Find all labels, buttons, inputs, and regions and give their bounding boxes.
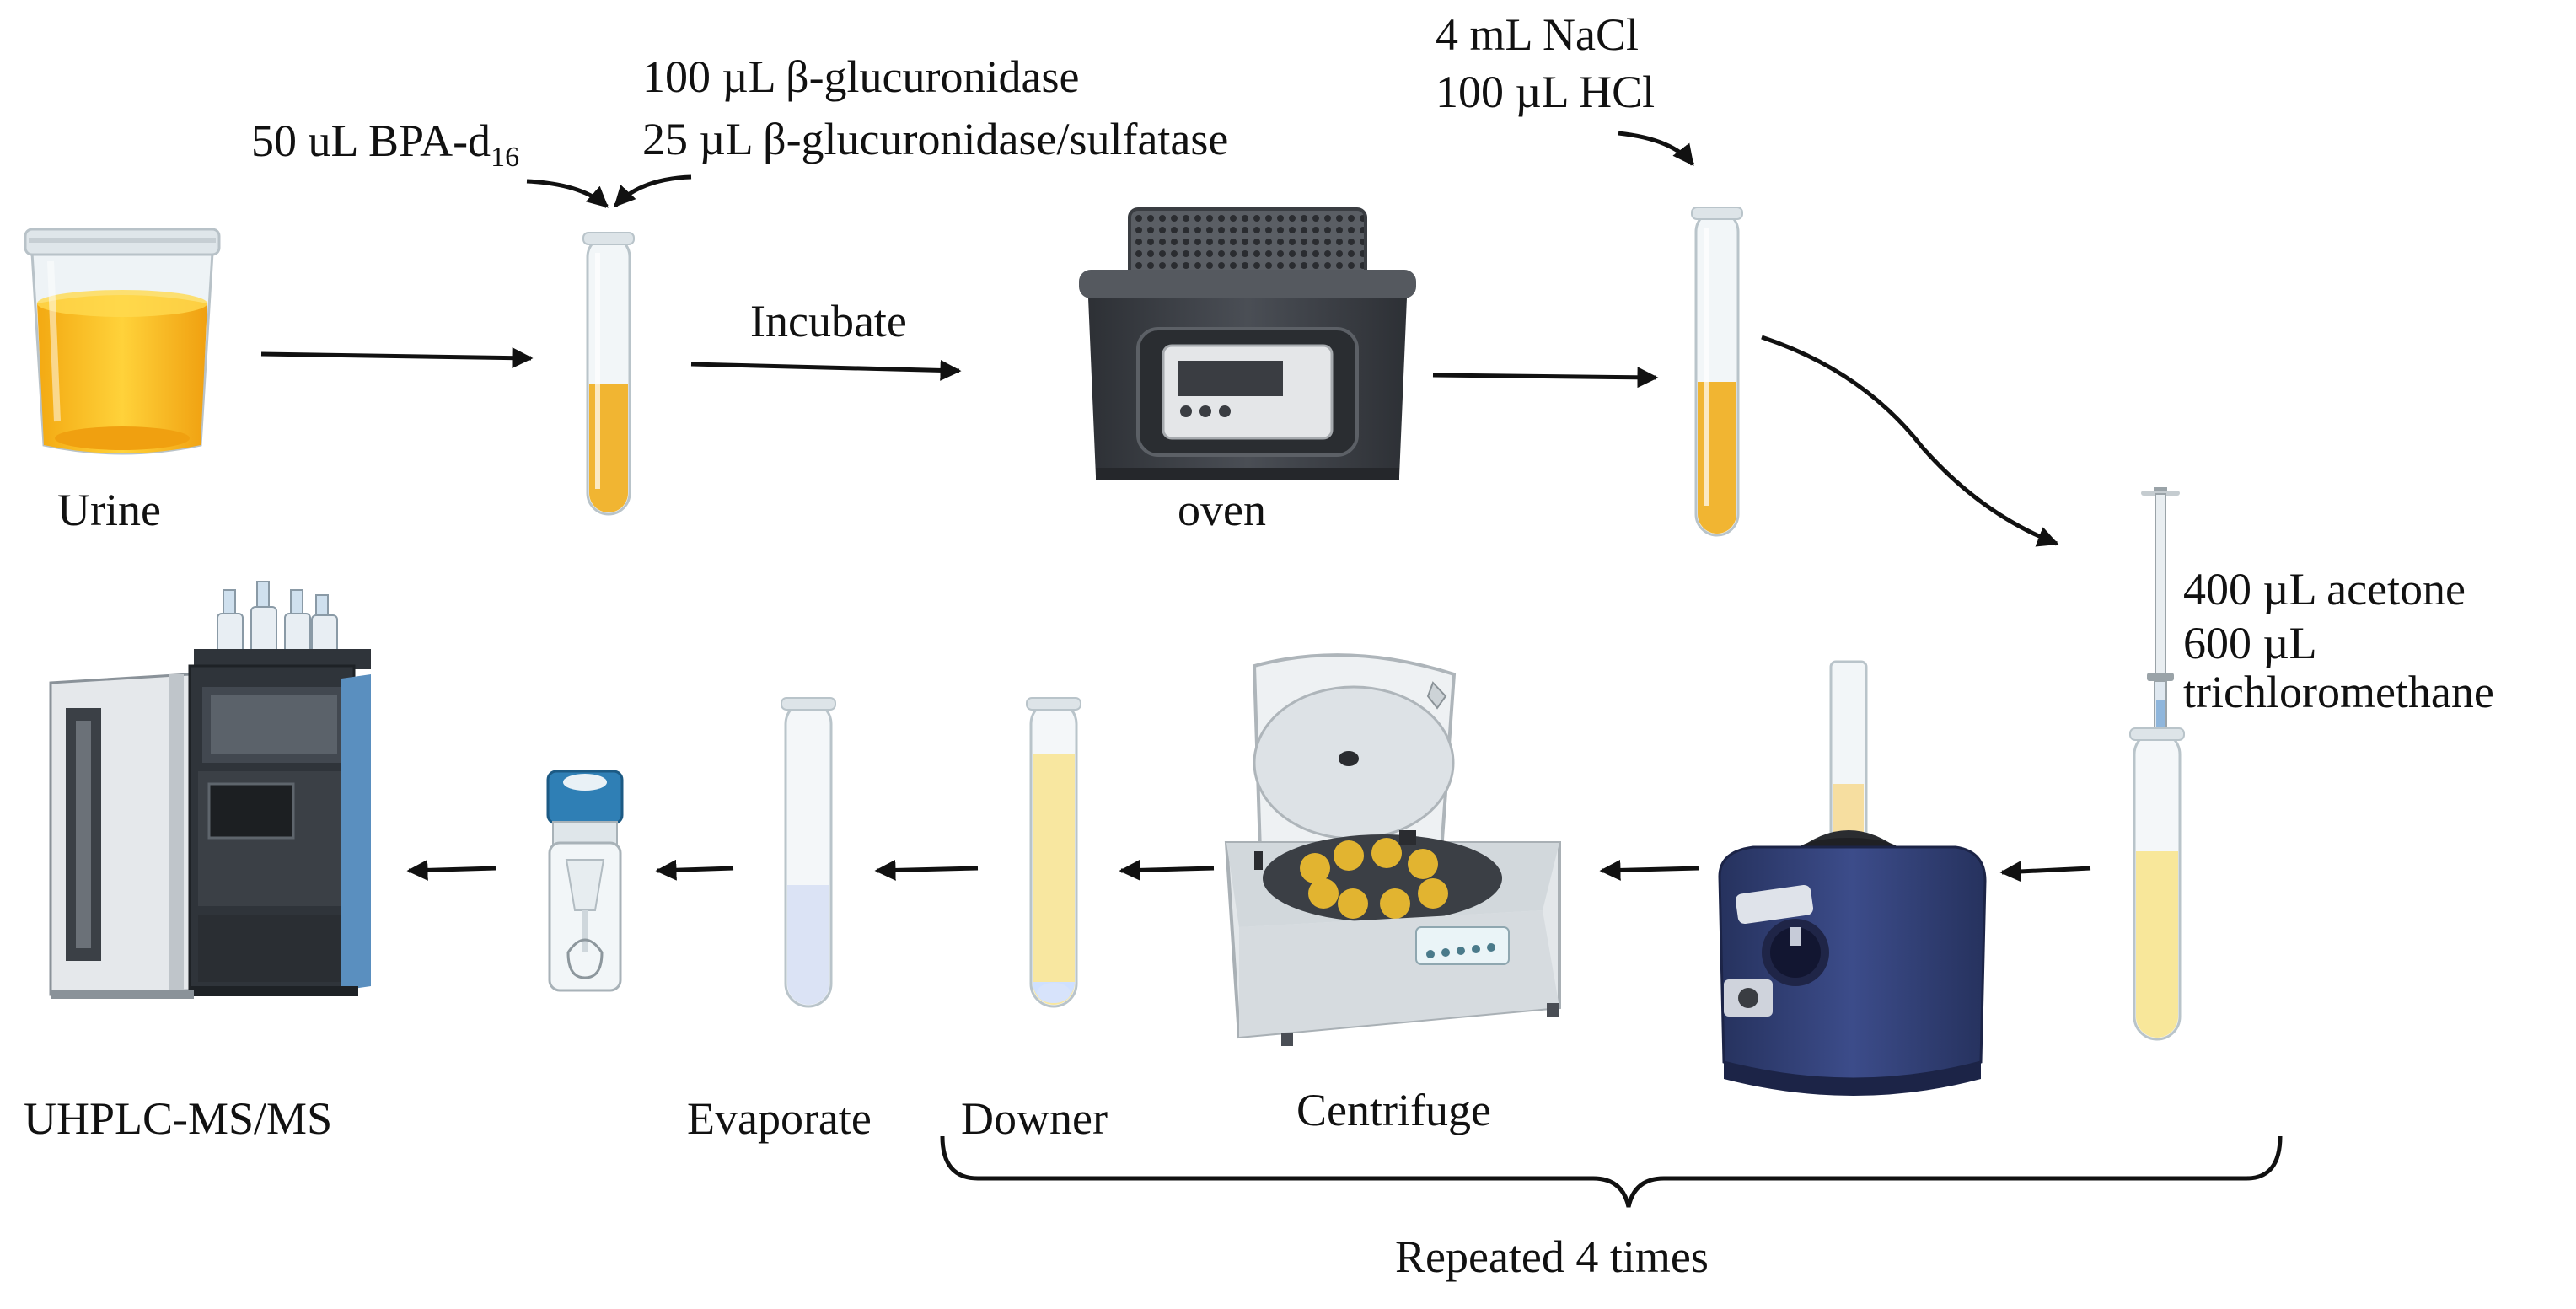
label-repeated: Repeated 4 times	[1395, 1231, 1709, 1282]
test-tube-downer-icon	[1026, 697, 1081, 1008]
arrow-vial-to-uhplc	[406, 859, 496, 881]
label-centrifuge: Centrifuge	[1296, 1085, 1491, 1135]
arrow-tube-to-syringe	[1761, 335, 2059, 547]
test-tube-1-icon	[582, 232, 635, 516]
arrow-enzyme	[614, 174, 692, 207]
label-nacl: 4 mL NaCl	[1436, 9, 1639, 60]
arrow-incubate	[690, 359, 962, 381]
arrow-evaporate-to-vial	[655, 859, 734, 881]
arrow-urine-to-tube	[260, 347, 534, 369]
autosampler-vial-icon	[546, 770, 624, 992]
oven-icon	[1079, 207, 1416, 480]
label-bpa: 50 uL BPA-d16	[251, 115, 520, 173]
repeat-brace	[940, 1135, 2283, 1208]
label-bpa-sub: 16	[491, 141, 520, 173]
label-incubate: Incubate	[750, 296, 907, 346]
arrow-syringe-to-vortex	[1999, 861, 2091, 883]
uhplc-ms-icon	[49, 581, 371, 999]
arrow-oven-to-tube	[1432, 367, 1659, 389]
rotor-icon	[1300, 838, 1448, 919]
label-tcm-volume: 600 µL	[2183, 618, 2317, 668]
label-acetone: 400 µL acetone	[2183, 564, 2466, 614]
label-uhplc: UHPLC-MS/MS	[24, 1093, 333, 1144]
arrow-vortex-to-centrifuge	[1599, 859, 1699, 881]
label-evaporate: Evaporate	[687, 1093, 872, 1144]
label-sulfatase: 25 µL β-glucuronidase/sulfatase	[642, 114, 1229, 164]
centrifuge-icon	[1224, 653, 1561, 1046]
test-tube-2-icon	[1691, 207, 1743, 537]
test-tube-evaporate-icon	[781, 697, 836, 1008]
arrow-centrifuge-to-downer	[1119, 859, 1215, 881]
label-hcl: 100 µL HCl	[1436, 67, 1656, 117]
label-glucuronidase: 100 µL β-glucuronidase	[642, 51, 1080, 102]
label-oven: oven	[1178, 485, 1266, 535]
arrow-downer-to-evaporate	[874, 859, 979, 881]
label-trichloromethane: trichloromethane	[2183, 667, 2494, 717]
arrow-bpa	[526, 179, 609, 208]
urine-cup-icon	[24, 228, 221, 455]
label-bpa-text: 50 uL BPA-d	[251, 115, 491, 166]
arrow-nacl-hcl	[1618, 131, 1694, 166]
test-tube-3-icon	[2129, 727, 2185, 1041]
label-urine: Urine	[57, 485, 161, 535]
label-downer: Downer	[961, 1093, 1108, 1144]
vortex-mixer-icon	[1718, 660, 1987, 1096]
